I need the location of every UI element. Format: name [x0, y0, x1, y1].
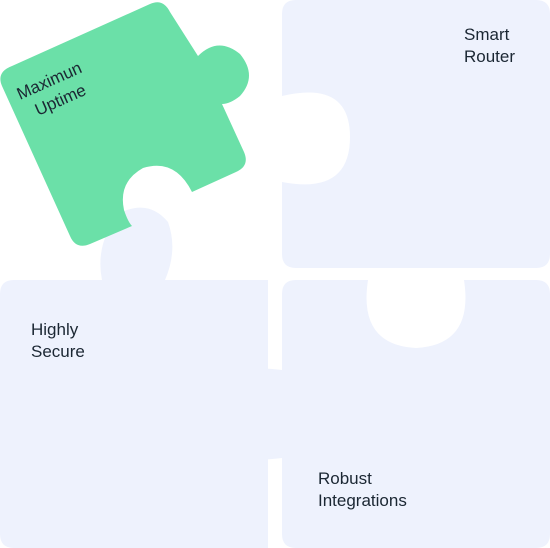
piece-robust-integrations-line1: Robust — [318, 469, 372, 488]
piece-highly-secure-label: Highly Secure — [31, 320, 85, 361]
piece-robust-integrations-line2: Integrations — [318, 491, 407, 510]
piece-maximun-uptime: Maximun Uptime — [0, 2, 250, 246]
piece-robust-integrations-label: Robust Integrations — [318, 469, 407, 510]
piece-smart-router-line2: Router — [464, 47, 515, 66]
piece-robust-integrations: Robust Integrations — [205, 280, 550, 548]
piece-smart-router-shape — [282, 0, 550, 268]
piece-smart-router-line1: Smart — [464, 25, 510, 44]
piece-maximun-uptime-shape — [0, 2, 250, 246]
piece-smart-router-label: Smart Router — [464, 25, 515, 66]
piece-highly-secure-shape — [0, 207, 268, 548]
piece-highly-secure-line1: Highly — [31, 320, 79, 339]
piece-highly-secure: Highly Secure — [0, 207, 268, 548]
piece-robust-integrations-shape — [205, 280, 550, 548]
piece-highly-secure-line2: Secure — [31, 342, 85, 361]
piece-smart-router: Smart Router — [282, 0, 550, 268]
